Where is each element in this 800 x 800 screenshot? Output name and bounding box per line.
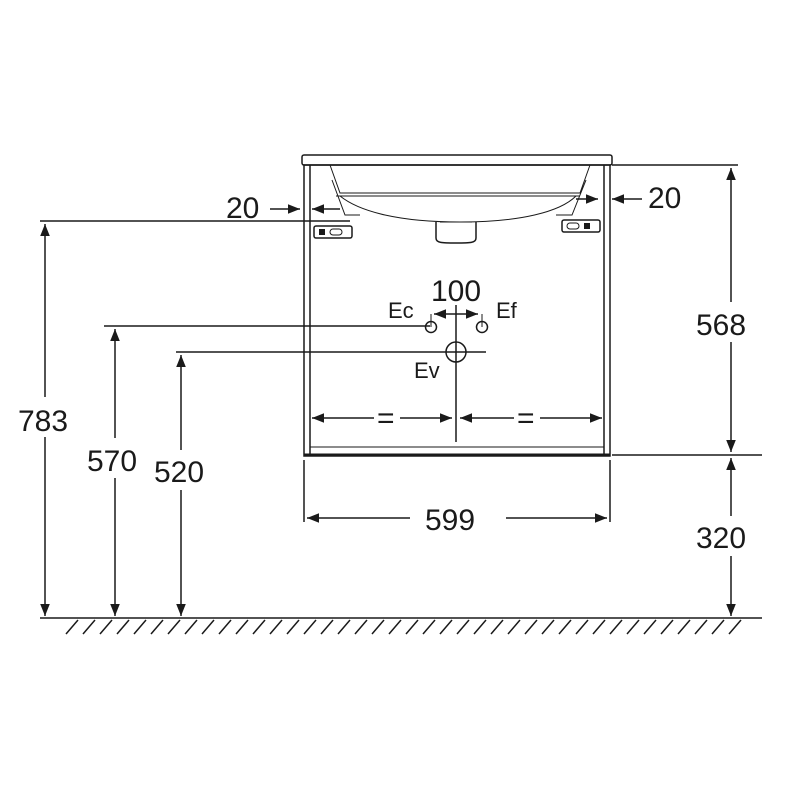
cabinet-height-label: 568 [696, 309, 746, 342]
hatch-line [524, 619, 538, 635]
hatch-line [711, 619, 725, 635]
hatch-line [269, 619, 283, 635]
hatch-line [354, 619, 368, 635]
floor-hatching [65, 619, 742, 635]
tap-height-label: 570 [87, 445, 137, 478]
hatch-line [320, 619, 334, 635]
floor [40, 617, 762, 635]
hatch-line [252, 619, 266, 635]
hatch-line [609, 619, 623, 635]
floor-clearance-label: 320 [696, 522, 746, 555]
basin-bowl [329, 164, 591, 223]
hatch-line [439, 619, 453, 635]
hatch-line [694, 619, 708, 635]
waste-height-label: 520 [154, 456, 204, 489]
hatch-line [150, 619, 164, 635]
basin-top [301, 154, 613, 166]
hatch-line [133, 619, 147, 635]
hatch-line [728, 619, 742, 635]
equal-mark-right: = [517, 402, 535, 435]
hatch-line [82, 619, 96, 635]
tap-spacing-label: 100 [431, 275, 481, 308]
hatch-line [490, 619, 504, 635]
hatch-line [65, 619, 79, 635]
hatch-line [99, 619, 113, 635]
hatch-line [456, 619, 470, 635]
hatch-line [422, 619, 436, 635]
hatch-line [371, 619, 385, 635]
hatch-line [286, 619, 300, 635]
hatch-line [337, 619, 351, 635]
hatch-line [167, 619, 181, 635]
hatch-line [235, 619, 249, 635]
hatch-line [507, 619, 521, 635]
hatch-line [592, 619, 606, 635]
basin-outlet [435, 222, 477, 244]
equal-mark-left: = [377, 402, 395, 435]
hatch-line [558, 619, 572, 635]
waste-label: Ev [414, 358, 440, 383]
side-gap-right-label: 20 [648, 182, 681, 215]
cabinet-body [303, 164, 611, 457]
hatch-line [184, 619, 198, 635]
hatch-line [473, 619, 487, 635]
side-gap-left-label: 20 [226, 192, 259, 225]
hatch-line [303, 619, 317, 635]
wall-bracket-left [313, 225, 353, 239]
hatch-line [643, 619, 657, 635]
cold-water-label: Ec [388, 298, 414, 323]
hatch-line [218, 619, 232, 635]
hatch-line [575, 619, 589, 635]
wall-bracket-right [561, 219, 601, 233]
hatch-line [541, 619, 555, 635]
hatch-line [626, 619, 640, 635]
connections [104, 314, 489, 363]
overall-height-label: 783 [18, 405, 68, 438]
vanity-unit [301, 154, 613, 457]
hatch-line [388, 619, 402, 635]
hatch-line [677, 619, 691, 635]
hatch-line [660, 619, 674, 635]
width-label: 599 [425, 504, 475, 537]
hot-water-label: Ef [496, 298, 518, 323]
hatch-line [405, 619, 419, 635]
hatch-line [116, 619, 130, 635]
hatch-line [201, 619, 215, 635]
